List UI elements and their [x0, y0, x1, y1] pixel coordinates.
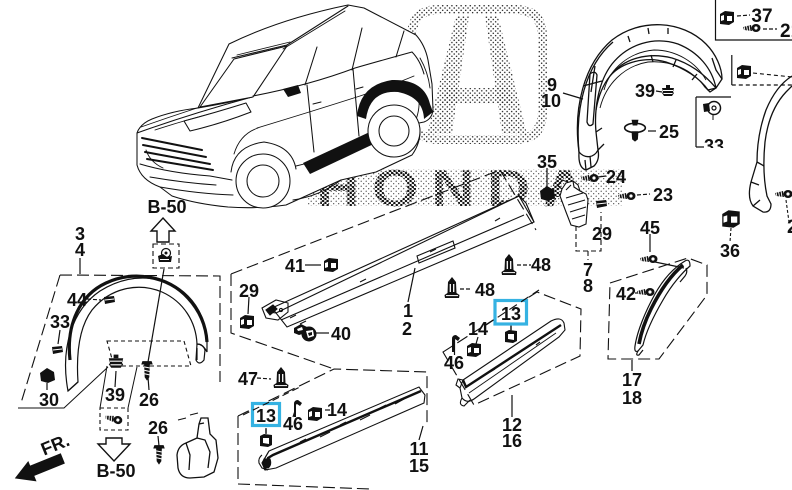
svg-text:36: 36	[720, 241, 740, 261]
svg-text:21: 21	[780, 21, 792, 42]
svg-text:13: 13	[256, 406, 276, 426]
svg-text:10: 10	[541, 91, 561, 111]
svg-text:46: 46	[444, 353, 464, 373]
svg-text:7: 7	[583, 260, 593, 280]
svg-text:12: 12	[502, 415, 522, 435]
svg-text:15: 15	[409, 456, 429, 476]
svg-text:B-50: B-50	[96, 461, 135, 481]
svg-text:39: 39	[635, 81, 655, 101]
svg-text:14: 14	[468, 319, 488, 339]
svg-text:48: 48	[531, 255, 551, 275]
svg-text:25: 25	[659, 122, 679, 142]
svg-text:11: 11	[409, 439, 428, 459]
svg-text:29: 29	[239, 281, 259, 301]
svg-text:9: 9	[547, 75, 557, 95]
svg-text:44: 44	[67, 290, 87, 310]
svg-text:26: 26	[139, 390, 159, 410]
svg-text:48: 48	[475, 280, 495, 300]
svg-text:40: 40	[331, 324, 351, 344]
svg-text:46: 46	[283, 414, 303, 434]
svg-text:39: 39	[105, 385, 125, 405]
svg-text:18: 18	[622, 388, 642, 408]
svg-text:13: 13	[501, 304, 521, 324]
svg-text:35: 35	[537, 152, 557, 172]
svg-text:47: 47	[238, 369, 258, 389]
svg-text:4: 4	[75, 240, 85, 260]
svg-text:3: 3	[75, 224, 85, 244]
svg-text:24: 24	[606, 167, 626, 187]
svg-text:45: 45	[640, 218, 660, 238]
svg-text:1: 1	[403, 301, 413, 321]
svg-text:29: 29	[592, 224, 612, 244]
svg-text:23: 23	[653, 185, 673, 205]
svg-text:16: 16	[502, 431, 522, 451]
svg-text:17: 17	[622, 370, 642, 390]
svg-text:2: 2	[787, 217, 792, 238]
svg-text:42: 42	[616, 284, 636, 304]
svg-text:26: 26	[148, 418, 168, 438]
svg-text:14: 14	[327, 400, 347, 420]
svg-text:B-50: B-50	[147, 197, 186, 217]
svg-text:30: 30	[39, 390, 59, 410]
svg-text:8: 8	[583, 276, 593, 296]
svg-text:41: 41	[285, 256, 305, 276]
svg-text:2: 2	[402, 319, 412, 339]
svg-text:37: 37	[751, 6, 772, 27]
svg-text:33: 33	[50, 312, 70, 332]
